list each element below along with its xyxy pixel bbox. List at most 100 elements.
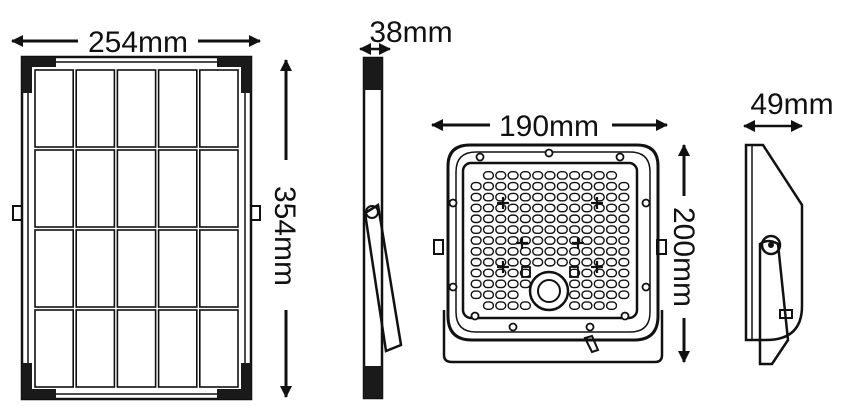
crosshair-marker [591, 197, 603, 209]
led-lens [556, 225, 568, 235]
led-lens [568, 171, 581, 180]
led-lens [482, 171, 495, 180]
side-bracket [758, 239, 790, 366]
led-lens [470, 203, 482, 213]
led-lens [532, 203, 544, 213]
led-lens [544, 181, 556, 191]
led-lens [482, 246, 495, 256]
led-lens [532, 246, 544, 256]
led-lens [507, 268, 519, 278]
led-lens [605, 279, 618, 289]
led-lens [519, 192, 532, 202]
screw [641, 198, 651, 208]
led-lens [593, 171, 605, 180]
solar-cell [157, 149, 198, 228]
solar-cell [157, 229, 198, 308]
border-screws [448, 148, 651, 332]
led-lens [618, 214, 630, 224]
solar-cell [199, 149, 239, 228]
led-lens [618, 225, 630, 235]
led-lens [507, 257, 519, 267]
led-lens [495, 257, 507, 267]
solar-cell [157, 309, 198, 388]
led-lens [495, 225, 507, 235]
led-lens [593, 279, 605, 289]
led-lens [470, 257, 482, 267]
solar-cell [116, 229, 157, 308]
crosshair-marker [516, 237, 528, 249]
led-lens [605, 181, 618, 191]
led-lens [470, 290, 482, 300]
corner-bracket [22, 57, 56, 93]
led-lens [618, 192, 630, 202]
led-lens [470, 214, 482, 224]
led-lens [556, 257, 568, 267]
screw [641, 282, 651, 292]
led-lens [482, 236, 495, 245]
led-lens [544, 192, 556, 202]
led-lens [581, 301, 593, 310]
led-lens [605, 257, 618, 267]
led-lens [593, 203, 605, 213]
led-lens [507, 279, 519, 289]
solar-cell [34, 69, 75, 148]
led-lens [495, 203, 507, 213]
screw [470, 311, 480, 321]
panel-width-label: 254mm [88, 26, 188, 59]
led-lens [519, 171, 532, 180]
led-lens [556, 246, 568, 256]
led-lens [470, 181, 482, 191]
crosshair-marker [572, 237, 584, 249]
led-lens [556, 203, 568, 213]
led-lens [495, 192, 507, 202]
led-lens [568, 301, 581, 310]
mounting-bracket [363, 202, 403, 353]
led-lens [593, 257, 605, 267]
floodlight-side-view [744, 143, 804, 366]
led-lens [593, 268, 605, 278]
floodlight-stand [442, 310, 664, 364]
led-lens [605, 192, 618, 202]
led-lens [507, 301, 519, 310]
led-lens [581, 214, 593, 224]
solar-cell [34, 149, 75, 228]
led-lens [482, 181, 495, 191]
led-lens [605, 236, 618, 245]
led-lens [544, 203, 556, 213]
led-lens [568, 214, 581, 224]
led-lens [605, 225, 618, 235]
led-lens [532, 225, 544, 235]
led-lens [581, 246, 593, 256]
led-lens [482, 279, 495, 289]
led-lens [593, 225, 605, 235]
led-lens [568, 192, 581, 202]
led-lens [581, 225, 593, 235]
led-lens [581, 268, 593, 278]
led-lens [544, 246, 556, 256]
solar-cell [199, 69, 239, 148]
led-lens [556, 236, 568, 245]
led-lens [556, 214, 568, 224]
led-lens [482, 268, 495, 278]
screw [615, 152, 625, 162]
floodlight-body [446, 143, 660, 342]
led-lens [519, 203, 532, 213]
led-lens [568, 203, 581, 213]
led-lens [618, 257, 630, 267]
led-lens [482, 192, 495, 202]
led-lens [532, 257, 544, 267]
led-lens [519, 225, 532, 235]
crosshair-marker [497, 197, 509, 209]
led-lens [568, 279, 581, 289]
led-lens [618, 268, 630, 278]
led-lens [593, 181, 605, 191]
led-lens-panel [461, 161, 639, 320]
led-lens [495, 268, 507, 278]
solar-panel-front-view [12, 55, 261, 401]
screw [508, 322, 518, 332]
solar-cell [75, 149, 116, 228]
led-lens [470, 279, 482, 289]
led-lens [482, 290, 495, 300]
solar-cell [75, 229, 116, 308]
led-lens [593, 301, 605, 310]
